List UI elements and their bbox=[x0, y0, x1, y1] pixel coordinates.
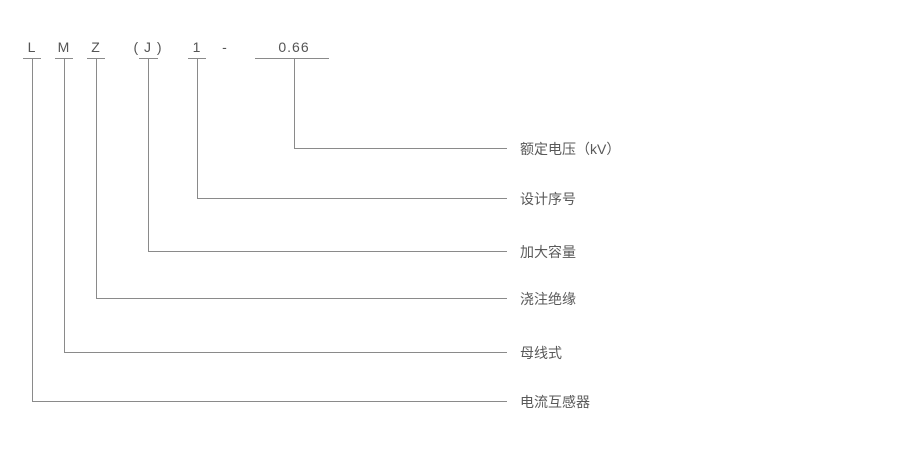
code-separator-dash: - bbox=[222, 39, 228, 55]
code-part-J: ( J ) bbox=[133, 39, 163, 55]
code-part-M: M bbox=[57, 39, 71, 55]
code-part-voltage: 0.66 bbox=[278, 39, 310, 55]
leader-line-M bbox=[64, 58, 507, 353]
code-part-design-number: 1 bbox=[192, 39, 202, 55]
label-cast-insulation: 浇注绝缘 bbox=[520, 291, 576, 307]
label-busbar-type: 母线式 bbox=[520, 345, 562, 361]
leader-line-L bbox=[32, 58, 507, 402]
code-part-L: L bbox=[27, 39, 37, 55]
label-rated-voltage: 额定电压（kV） bbox=[520, 141, 621, 157]
leader-line-design-number bbox=[197, 58, 507, 199]
label-design-serial: 设计序号 bbox=[520, 191, 576, 207]
leader-line-Z bbox=[96, 58, 507, 299]
leader-line-J bbox=[148, 58, 507, 252]
code-part-Z: Z bbox=[91, 39, 101, 55]
label-current-transformer: 电流互感器 bbox=[520, 394, 590, 410]
label-increased-capacity: 加大容量 bbox=[520, 244, 576, 260]
underline-voltage bbox=[255, 58, 329, 59]
leader-line-voltage bbox=[294, 58, 507, 149]
